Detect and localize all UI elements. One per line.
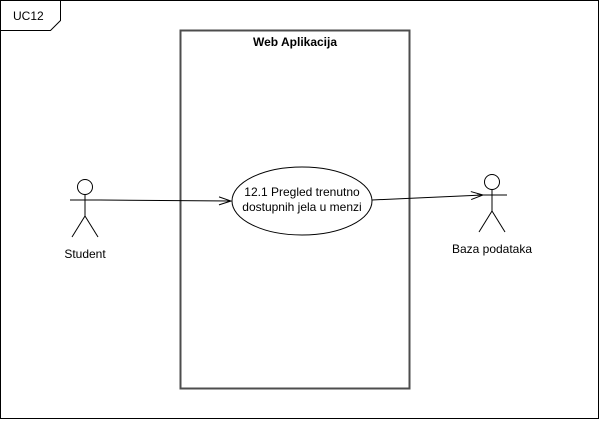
actor-student-head xyxy=(77,179,93,195)
actor-student-label: Student xyxy=(64,247,106,261)
actor-database-leg-left xyxy=(478,210,493,233)
actor-database-label: Baza podataka xyxy=(452,242,532,256)
actor-student-leg-right xyxy=(84,215,99,238)
use-case-12-1: 12.1 Pregled trenutno dostupnih jela u m… xyxy=(231,166,373,236)
frame-label-tab xyxy=(0,0,61,31)
actor-student: Student xyxy=(64,179,106,261)
actor-database-head xyxy=(484,174,500,190)
association-use-case-to-database xyxy=(371,195,483,201)
use-case-label-line2: dostupnih jela u menzi xyxy=(242,200,361,214)
use-case-label-line1: 12.1 Pregled trenutno xyxy=(244,185,360,199)
association-student-to-use-case xyxy=(99,200,231,201)
actor-student-leg-left xyxy=(71,215,86,238)
actor-database-leg-right xyxy=(491,210,506,233)
frame-label: UC12 xyxy=(13,9,44,23)
system-title: Web Aplikacija xyxy=(253,35,337,49)
